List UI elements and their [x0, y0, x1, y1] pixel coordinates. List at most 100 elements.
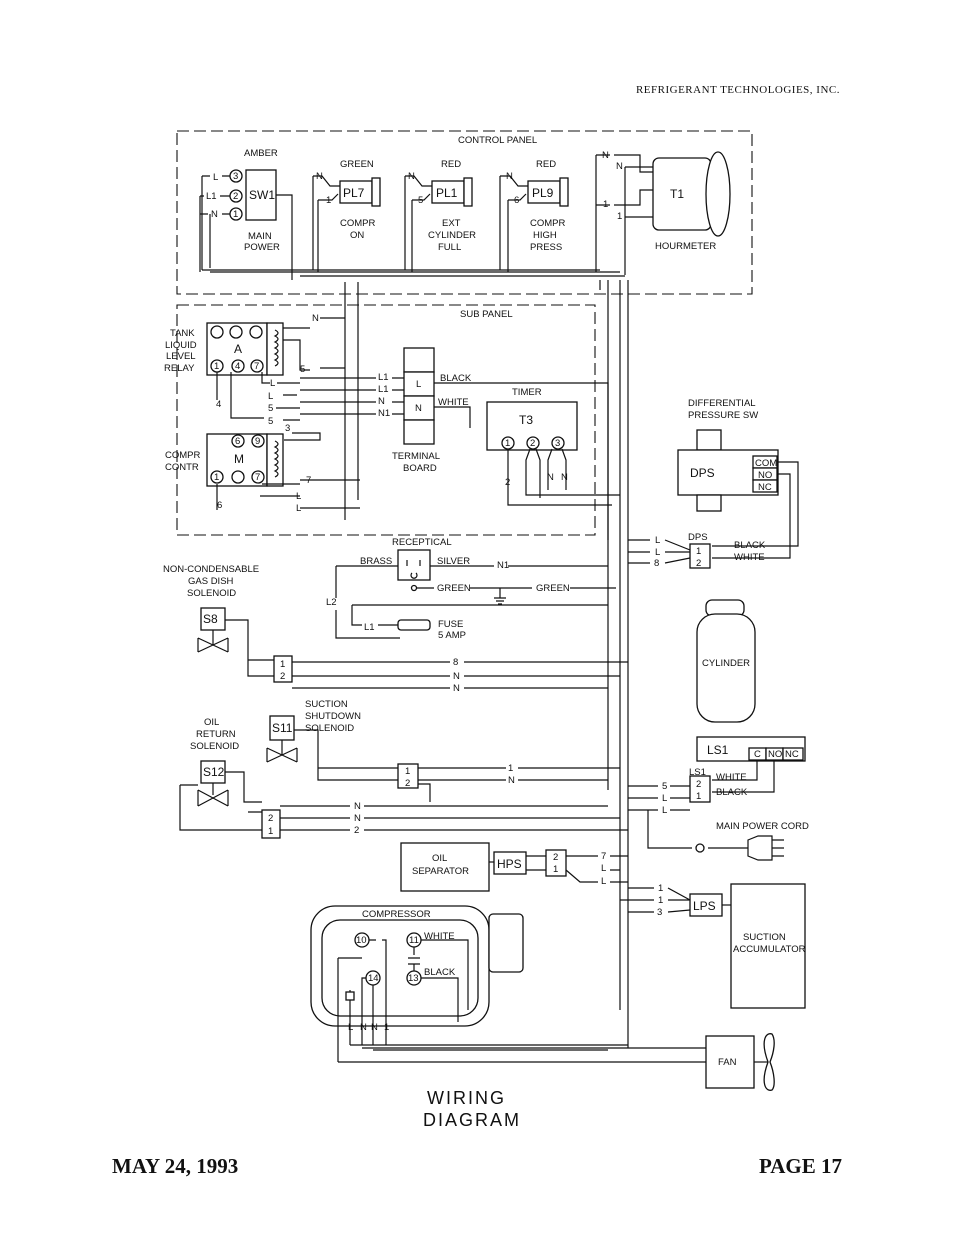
- receptical-l1: L1: [364, 622, 375, 633]
- pl7-color: GREEN: [340, 159, 374, 170]
- dps-black: BLACK: [734, 540, 766, 551]
- pilot-light-pl1: RED PL1 N 5 EXT CYLINDER FULL: [404, 159, 476, 272]
- receptical-n1: N1: [497, 560, 509, 571]
- wire-3: 3: [285, 423, 290, 434]
- hps-wire-l2: L: [601, 876, 606, 887]
- pl1-id: PL1: [436, 186, 458, 200]
- s11-term-1: 1: [405, 766, 410, 777]
- level-switch-ls1: LS1 C NO NC 2 1 LS1 WHITE BLACK 5 L L: [628, 736, 806, 816]
- footer-date: MAY 24, 1993: [112, 1154, 239, 1178]
- terminal-board: L N TERMINAL BOARD BLACK WHITE L1 L1 N N…: [300, 347, 609, 540]
- compressor-label: COMPRESSOR: [362, 909, 431, 920]
- main-power-cord: MAIN POWER CORD: [647, 810, 809, 861]
- s8-wire-n1: N: [453, 671, 460, 682]
- accumulator-label1: SUCTION: [743, 932, 786, 943]
- cylinder-label: CYLINDER: [702, 658, 750, 669]
- wire-l1-a: L1: [378, 372, 389, 383]
- s11-label1: SUCTION: [305, 699, 348, 710]
- comp-wire-n1: N: [360, 1022, 367, 1033]
- relay-label4: RELAY: [164, 363, 195, 374]
- wire-l-a: L: [270, 378, 275, 389]
- compressor-contactor: COMPR CONTR 6 9 M 1 7: [165, 433, 284, 487]
- relay-label3: LEVEL: [166, 351, 196, 362]
- sw1-term-2: 2: [233, 191, 238, 202]
- pilot-light-pl9: RED PL9 N 6 COMPR HIGH PRESS: [499, 159, 569, 272]
- receptical-green-a: GREEN: [437, 583, 471, 594]
- t1-func: HOURMETER: [655, 241, 716, 252]
- sw1-wire-l1: L1: [206, 191, 217, 202]
- s8-wire-n2: N: [453, 683, 460, 694]
- wire-l-b: L: [268, 391, 273, 402]
- s8-label3: SOLENOID: [187, 588, 236, 599]
- terminal-label2: BOARD: [403, 463, 437, 474]
- dps-white: WHITE: [734, 552, 765, 563]
- solenoid-s11: SUCTION SHUTDOWN SOLENOID S11 1 2 1 N: [266, 699, 620, 802]
- dps-small-id: DPS: [688, 532, 708, 543]
- sw1-id: SW1: [249, 188, 275, 202]
- terminal-black: BLACK: [440, 373, 472, 384]
- comp-white: WHITE: [424, 931, 455, 942]
- s12-id: S12: [203, 765, 225, 779]
- comp-wire-n2: N: [371, 1022, 378, 1033]
- receptical-label: RECEPTICAL: [392, 537, 452, 548]
- oil-sep-label2: SEPARATOR: [412, 866, 469, 877]
- solenoid-s8: NON-CONDENSABLE GAS DISH SOLENOID S8 1 2…: [163, 564, 628, 694]
- timer-t3: TIMER T3 1 2 3 2 N N: [486, 387, 620, 506]
- wire-l-d: L: [296, 503, 301, 514]
- wire-6: 6: [217, 500, 222, 511]
- contr-pin-1: 1: [214, 472, 219, 483]
- sw1-wire-l: L: [213, 172, 218, 183]
- t1-wire-n2: N: [616, 161, 623, 172]
- sw1-term-1: 1: [233, 209, 238, 220]
- ls1-black: BLACK: [716, 787, 748, 798]
- comp-term-13: 13: [408, 973, 419, 984]
- pl9-func3: PRESS: [530, 242, 562, 253]
- comp-wire-1: 1: [384, 1022, 389, 1033]
- s11-label3: SOLENOID: [305, 723, 354, 734]
- lps-wire-3: 3: [657, 907, 662, 918]
- ls1-term-2: 2: [696, 779, 701, 790]
- lps-id: LPS: [693, 899, 716, 913]
- pl1-func3: FULL: [438, 242, 461, 253]
- s8-label1: NON-CONDENSABLE: [163, 564, 259, 575]
- receptical-brass: BRASS: [360, 556, 392, 567]
- ls1-c: C: [754, 749, 761, 760]
- pl7-func1: COMPR: [340, 218, 376, 229]
- wire-5-b: 5: [268, 403, 273, 414]
- comp-black: BLACK: [424, 967, 456, 978]
- dps-no: NO: [758, 470, 772, 481]
- contr-pin-6: 6: [235, 436, 240, 447]
- contr-id: M: [234, 452, 244, 466]
- fan: FAN: [338, 1033, 775, 1091]
- s12-label3: SOLENOID: [190, 741, 239, 752]
- relay-pin-1: 1: [214, 361, 219, 372]
- dps-com: COM: [755, 458, 777, 469]
- timer-id: T3: [519, 413, 533, 427]
- main-power-label: MAIN POWER CORD: [716, 821, 809, 832]
- s12-label1: OIL: [204, 717, 219, 728]
- s8-label2: GAS DISH: [188, 576, 234, 587]
- receptical: RECEPTICAL BRASS SILVER GREEN GREEN N1 L…: [326, 537, 616, 641]
- terminal-l: L: [416, 379, 421, 390]
- footer-page: PAGE 17: [758, 1154, 842, 1178]
- fan-label: FAN: [718, 1057, 737, 1068]
- s8-wire-8: 8: [453, 657, 458, 668]
- oil-separator: OIL SEPARATOR HPS 2 1 7 L L: [400, 842, 628, 892]
- s11-term-2: 2: [405, 778, 410, 789]
- ls1-nc: NC: [785, 749, 799, 760]
- s11-label2: SHUTDOWN: [305, 711, 361, 722]
- relay-pin-7: 7: [254, 361, 259, 372]
- pilot-light-pl7: GREEN PL7 N 1 COMPR ON: [312, 159, 381, 272]
- ls1-wire-l2: L: [662, 805, 667, 816]
- s12-wire-n1: N: [354, 801, 361, 812]
- ls1-wire-l1: L: [662, 793, 667, 804]
- sub-panel: SUB PANEL TANK LIQUID LEVEL RELAY A 1 4 …: [164, 282, 620, 540]
- sw1-func1: MAIN: [248, 231, 272, 242]
- s8-term-2: 2: [280, 671, 285, 682]
- dps-term-2: 2: [696, 558, 701, 569]
- wire-n-tb: N: [378, 396, 385, 407]
- receptical-silver: SILVER: [437, 556, 470, 567]
- wire-7: 7: [306, 475, 311, 486]
- s12-term-1: 1: [268, 826, 273, 837]
